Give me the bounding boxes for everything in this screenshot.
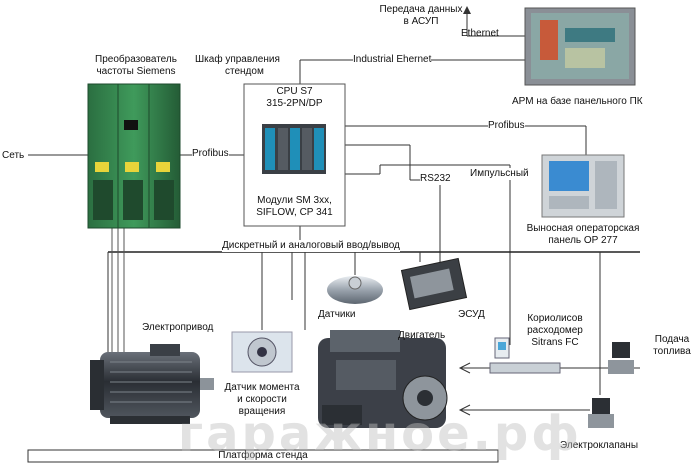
- watermark: гаражное.рф: [178, 406, 582, 462]
- coriolis-line1: Кориолисов: [527, 313, 583, 324]
- engine-label: Двигатель: [398, 330, 446, 341]
- sensors-device: [327, 276, 383, 304]
- fc-title-line2: частоты Siemens: [96, 66, 176, 77]
- ecu-device: [400, 257, 468, 311]
- data-transfer-line1: Передача данных: [379, 4, 463, 15]
- valves-label: Электроклапаны: [560, 440, 639, 451]
- modules-line2: SIFLOW, CP 341: [256, 207, 333, 218]
- cpu-line1: CPU S7: [276, 86, 313, 97]
- op-panel-line1: Выносная операторская: [526, 223, 640, 234]
- coriolis-line3: Sitrans FC: [531, 337, 579, 348]
- ecu-label: ЭСУД: [458, 309, 485, 320]
- torque-line2: и скорости: [237, 394, 287, 405]
- modules-line1: Модули SM 3xx,: [257, 195, 332, 206]
- coriolis-label: Кориолисов расходомер Sitrans FC: [518, 313, 592, 349]
- platform-label: Платформа стенда: [218, 450, 308, 461]
- pulse-label: Импульсный: [470, 168, 529, 180]
- arm-label: АРМ на базе панельного ПК: [512, 96, 643, 107]
- modules-label: Модули SM 3xx, SIFLOW, CP 341: [246, 195, 343, 219]
- ethernet-label: Ethernet: [461, 28, 499, 39]
- torque-line1: Датчик момента: [224, 382, 300, 393]
- electric-motor: [90, 344, 214, 424]
- profibus-right-line: [345, 125, 587, 155]
- plc-module: [262, 124, 326, 174]
- bus-drops: [107, 226, 601, 395]
- data-transfer-label: Передача данных в АСУП: [378, 4, 464, 28]
- cabinet-title: Шкаф управления стендом: [195, 54, 280, 78]
- profibus-left-label: Profibus: [192, 148, 229, 160]
- engine: [318, 330, 448, 428]
- rs232-label: RS232: [420, 173, 451, 185]
- electric-valve-top: [608, 342, 634, 374]
- fc-motor-cables: [111, 228, 125, 360]
- fc-title: Преобразователь частоты Siemens: [84, 54, 188, 78]
- net-label: Сеть: [2, 150, 25, 161]
- torque-label: Датчик момента и скорости вращения: [222, 382, 302, 418]
- panel-pc-monitor: [524, 7, 636, 86]
- frequency-converter-cabinet: [87, 83, 181, 229]
- fc-title-line1: Преобразователь: [95, 54, 177, 65]
- platform-box: [27, 449, 499, 463]
- fuel-line2: топлива: [653, 346, 691, 357]
- sensors-label: Датчики: [318, 309, 356, 320]
- cpu-label: CPU S7 315-2PN/DP: [246, 86, 343, 110]
- profibus-right-label: Profibus: [488, 120, 525, 132]
- op-panel-line2: панель OP 277: [548, 235, 618, 246]
- industrial-ethernet-label: Industrial Ehernet: [353, 54, 432, 66]
- torque-sensor: [231, 331, 293, 373]
- fuel-line1: Подача: [654, 334, 690, 345]
- operator-panel: [541, 154, 625, 218]
- electric-valve-bottom: [588, 398, 614, 428]
- ethernet-line: [463, 6, 525, 37]
- cabinet-title-line1: Шкаф управления: [195, 54, 280, 65]
- data-transfer-line2: в АСУП: [403, 16, 439, 27]
- cpu-line2: 315-2PN/DP: [266, 98, 323, 109]
- op-panel-label: Выносная операторская панель OP 277: [520, 223, 646, 247]
- pulse-line: [345, 164, 511, 345]
- io-bus-label: Дискретный и аналоговый ввод/вывод: [222, 240, 400, 252]
- coriolis-flowmeter: [489, 337, 561, 374]
- fuel-label: Подача топлива: [646, 334, 698, 358]
- motor-drive-label: Электропривод: [142, 322, 214, 333]
- coriolis-line2: расходомер: [527, 325, 583, 336]
- torque-line3: вращения: [238, 406, 286, 417]
- cabinet-title-line2: стендом: [225, 66, 264, 77]
